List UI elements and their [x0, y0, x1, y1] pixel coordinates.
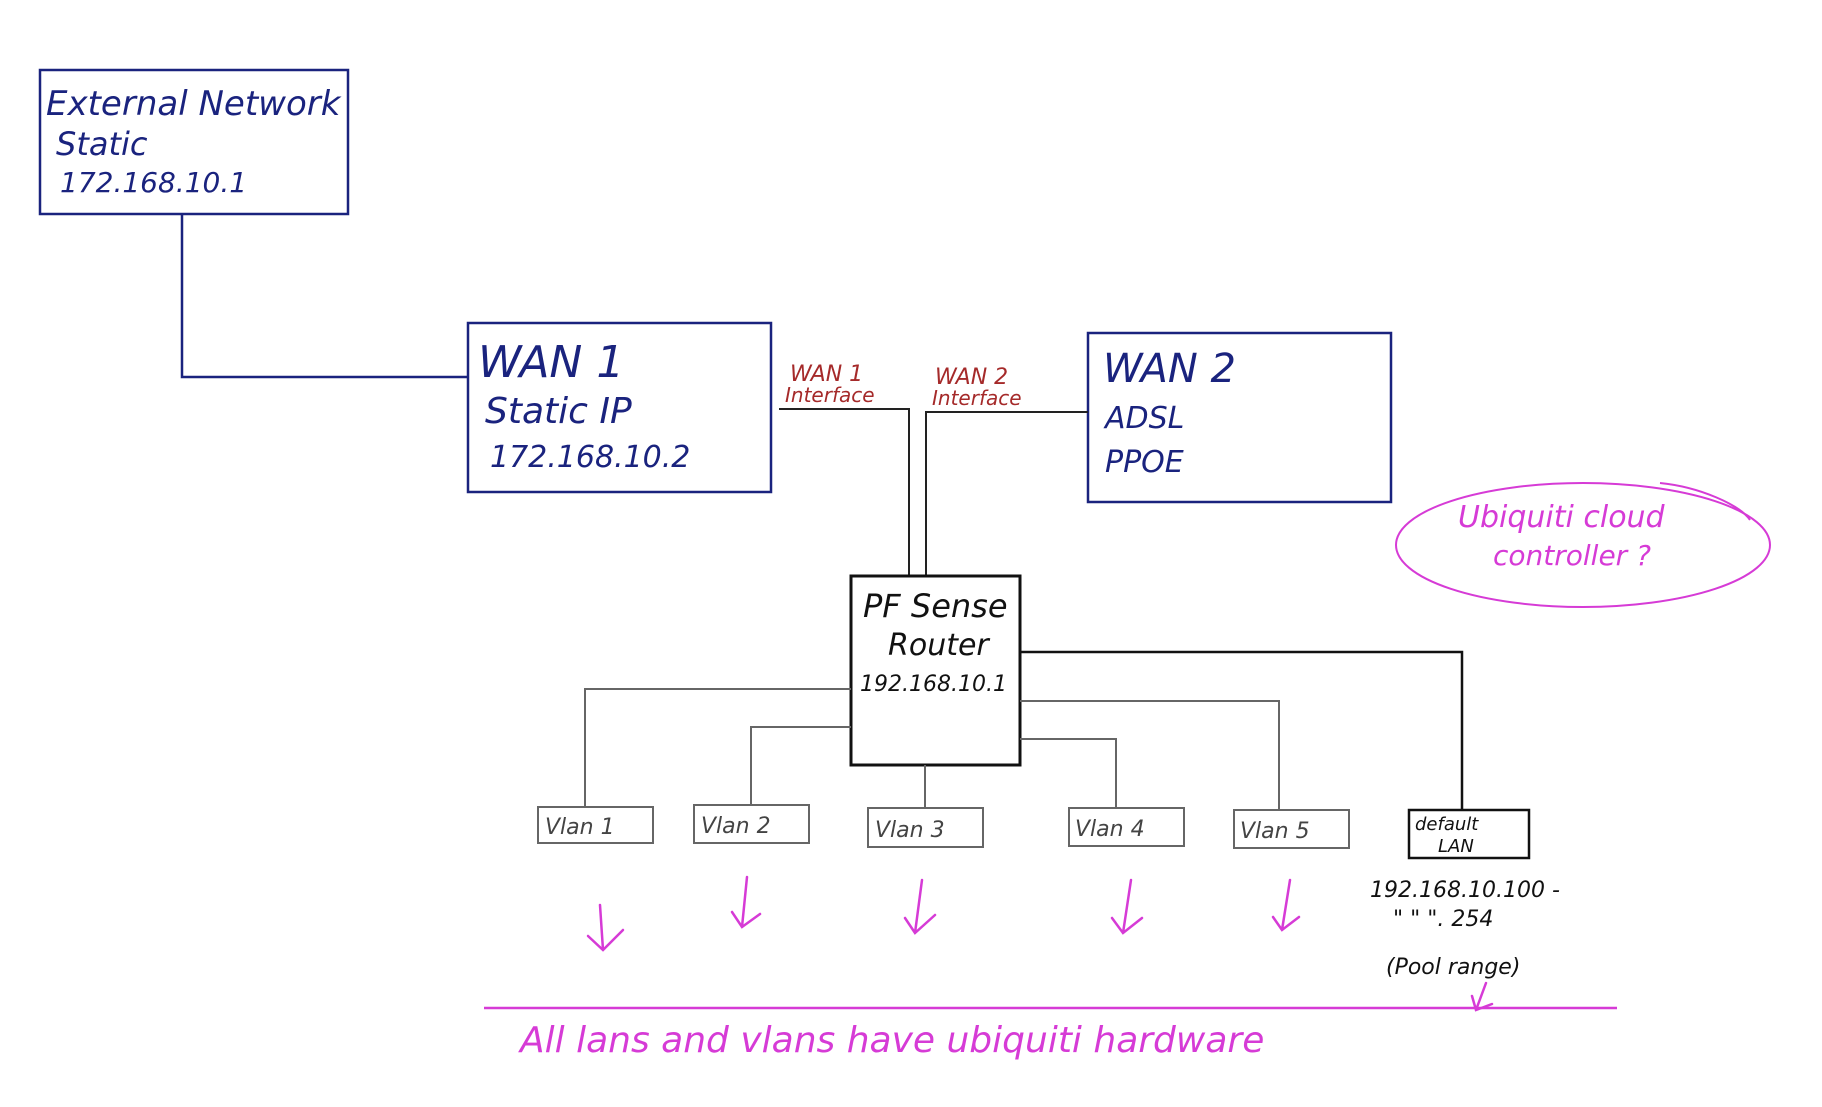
vlan1-arrow-icon [586, 903, 625, 952]
router-subtitle: Router [888, 628, 990, 663]
wan1-interface-label-1: WAN 1 [790, 362, 863, 387]
vlan3-arrow-icon [903, 878, 937, 935]
vlan-arrows [586, 875, 1494, 1012]
wan1-box [466, 321, 773, 494]
pool-range-end: " " ". 254 [1393, 907, 1493, 932]
wan1-title: WAN 1 [478, 337, 624, 388]
router-ip: 192.168.10.1 [860, 672, 1007, 697]
vlan1-label: Vlan 1 [545, 815, 615, 840]
default-lan-label-1: default [1415, 814, 1479, 835]
pool-range-label: (Pool range) [1386, 955, 1520, 980]
wan2-mode: PPOE [1105, 445, 1184, 480]
vlan3-label: Vlan 3 [875, 818, 945, 843]
vlan4-box [1068, 807, 1185, 847]
external-network-ip: 172.168.10.1 [60, 166, 247, 199]
default-lan-label-2: LAN [1438, 836, 1474, 857]
link-router-vlan2 [750, 726, 851, 805]
external-network-title: External Network [46, 84, 342, 124]
vlan5-label: Vlan 5 [1240, 819, 1310, 844]
vlan5-box [1233, 809, 1350, 849]
wan2-type: ADSL [1103, 401, 1184, 436]
wan2-box [1086, 331, 1393, 504]
vlan2-label: Vlan 2 [701, 814, 771, 839]
vlan1-box [537, 806, 654, 844]
vlan4-arrow-icon [1110, 878, 1144, 935]
link-router-vlan5 [1020, 700, 1280, 810]
cloud-controller-note-line2: controller ? [1493, 539, 1651, 572]
wan1-type: Static IP [485, 391, 632, 432]
router-box [849, 574, 1022, 767]
wan1-ip: 172.168.10.2 [490, 440, 690, 475]
wan2-title: WAN 2 [1103, 346, 1236, 392]
vlan2-arrow-icon [730, 875, 762, 929]
router-title: PF Sense [863, 587, 1008, 625]
link-router-vlan4 [1020, 738, 1117, 808]
footer-note: All lans and vlans have ubiquiti hardwar… [518, 1020, 1264, 1061]
cloud-note-tail [1659, 482, 1751, 521]
wan1-interface-label-2: Interface [785, 383, 875, 407]
wan2-interface-label-1: WAN 2 [935, 365, 1008, 390]
external-network-box [38, 68, 350, 216]
vlan2-box [693, 804, 810, 844]
external-network-type: Static [56, 125, 148, 163]
vlan5-arrow-icon [1271, 878, 1301, 932]
link-wan2-router [925, 411, 1088, 576]
pool-range-start: 192.168.10.100 - [1370, 878, 1560, 903]
wan2-interface-label-2: Interface [932, 386, 1022, 410]
link-router-default-lan [1020, 650, 1464, 810]
pool-arrow-icon [1470, 981, 1494, 1012]
cloud-controller-note-line1: Ubiquiti cloud [1458, 500, 1666, 535]
link-wan1-router [779, 408, 910, 576]
vlan3-box [867, 807, 984, 848]
link-router-vlan1 [584, 688, 851, 807]
cloud-controller-note-outline [1395, 482, 1771, 608]
link-external-wan1 [180, 214, 468, 379]
default-lan-box [1407, 808, 1531, 860]
vlan4-label: Vlan 4 [1075, 817, 1145, 842]
